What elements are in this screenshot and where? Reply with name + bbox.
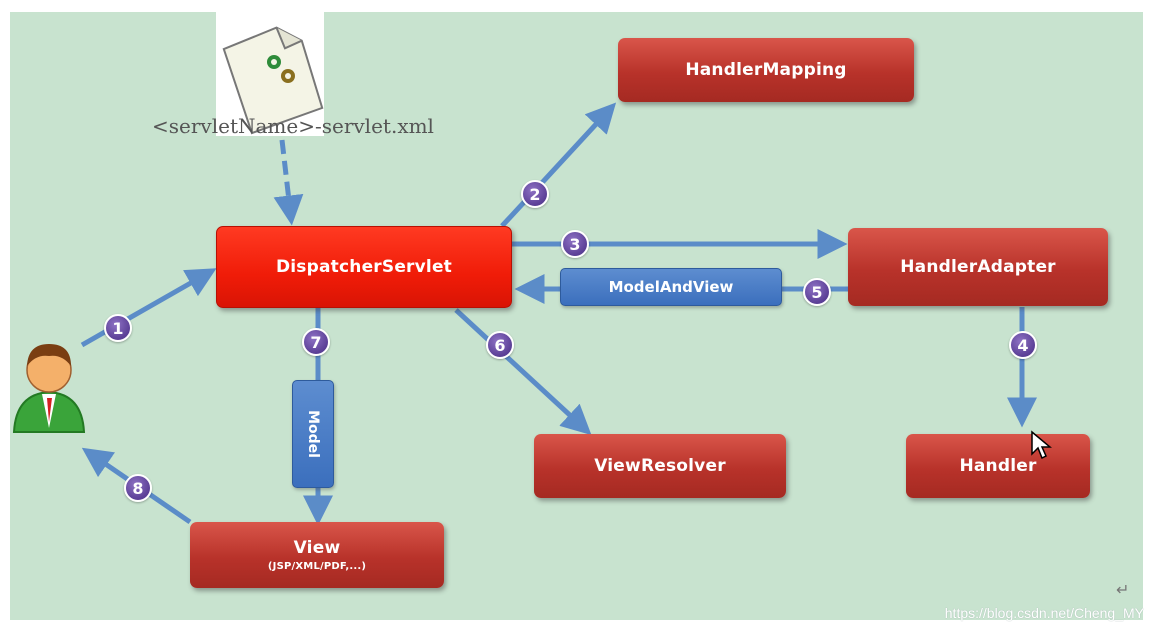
config-file-label: <servletName>-servlet.xml — [152, 114, 434, 138]
arrow-1 — [80, 268, 217, 348]
arrow-6 — [454, 308, 592, 436]
handler-mapping-node: HandlerMapping — [618, 38, 914, 102]
view-label: View — [293, 538, 341, 558]
mouse-cursor-icon — [1030, 430, 1053, 465]
step-7-badge: 7 — [302, 328, 330, 356]
step-1-badge: 1 — [104, 314, 132, 342]
model-label: Model — [305, 410, 321, 458]
config-to-dispatcher-arrow — [273, 139, 304, 226]
step-6-badge: 6 — [486, 331, 514, 359]
arrow-2 — [500, 102, 617, 228]
footer-strip — [0, 620, 1154, 633]
view-node: View (JSP/XML/PDF,...) — [190, 522, 444, 588]
user-icon — [10, 336, 88, 436]
step-4-badge: 4 — [1009, 331, 1037, 359]
handler-node: Handler — [906, 434, 1090, 498]
handler-adapter-label: HandlerAdapter — [900, 257, 1056, 277]
watermark: https://blog.csdn.net/Cheng_MY — [944, 605, 1144, 621]
dispatcher-servlet-node: DispatcherServlet — [216, 226, 512, 308]
step-2-badge: 2 — [521, 180, 549, 208]
model-and-view-badge: ModelAndView — [560, 268, 782, 306]
xml-file-icon — [216, 12, 324, 136]
model-badge: Model — [292, 380, 334, 488]
model-and-view-label: ModelAndView — [608, 278, 734, 296]
return-symbol-icon: ↵ — [1116, 582, 1130, 599]
view-resolver-label: ViewResolver — [594, 456, 726, 476]
view-sub-label: (JSP/XML/PDF,...) — [267, 561, 367, 572]
handler-mapping-label: HandlerMapping — [685, 60, 847, 80]
dispatcher-servlet-label: DispatcherServlet — [275, 257, 453, 277]
step-5-badge: 5 — [803, 278, 831, 306]
step-8-badge: 8 — [124, 474, 152, 502]
view-resolver-node: ViewResolver — [534, 434, 786, 498]
step-3-badge: 3 — [561, 230, 589, 258]
handler-label: Handler — [959, 456, 1037, 476]
diagram-canvas — [10, 12, 1143, 620]
handler-adapter-node: HandlerAdapter — [848, 228, 1108, 306]
